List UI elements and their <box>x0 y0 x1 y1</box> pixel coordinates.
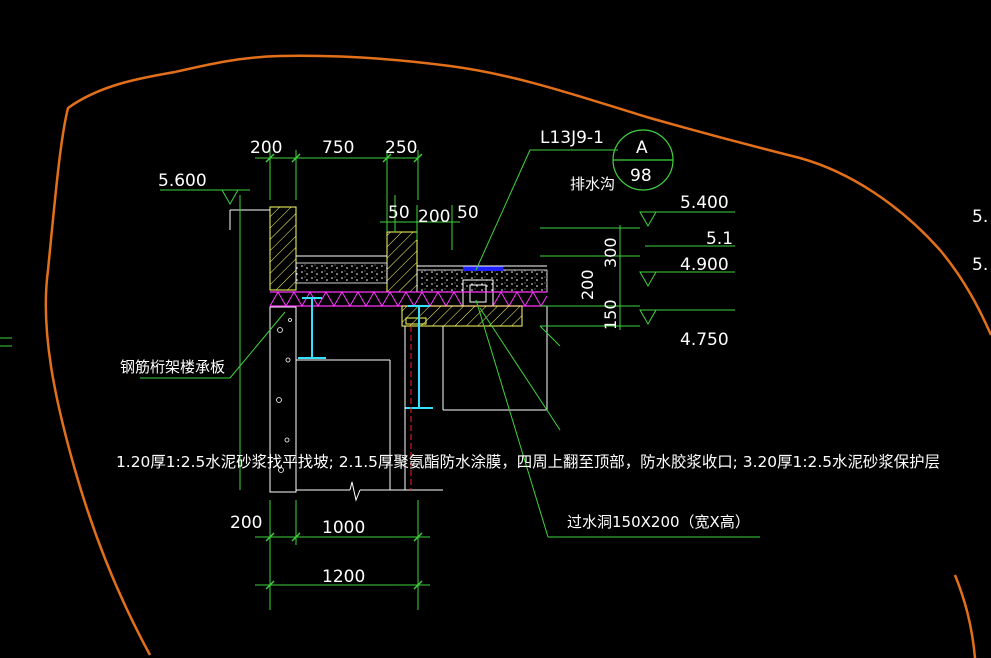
wall-aggregate <box>276 318 292 473</box>
middle-curb <box>386 231 418 293</box>
insulation-zigzag-right <box>492 290 548 308</box>
left-wall <box>269 206 297 291</box>
steel-beam-right <box>405 305 433 409</box>
dimension-lines <box>0 149 760 610</box>
steel-deck-label: 钢筋桁架楼承板 <box>120 358 225 376</box>
dimension-ticks <box>265 153 423 590</box>
drain-label: 排水沟 <box>570 175 615 193</box>
revision-cloud-bottom <box>953 574 977 658</box>
left-wall-lower <box>269 306 297 493</box>
dim-top-200: 200 <box>250 138 282 158</box>
water-opening-inner <box>469 284 487 303</box>
insulation-zigzag <box>269 290 463 308</box>
dim-vertical-150: 150 <box>601 299 620 330</box>
dim-curb-200: 200 <box>418 207 450 227</box>
construction-notes: 1.20厚1:2.5水泥砂浆找平找坡; 2.1.5厚聚氨酯防水涂膜，四周上翻至顶… <box>116 453 940 471</box>
dim-curb-50-right: 50 <box>457 203 479 223</box>
elevation-4750: 4.750 <box>680 330 729 350</box>
elevation-edge-2: 5. <box>972 255 988 275</box>
drain-cover <box>463 266 503 271</box>
support-lines <box>296 306 548 502</box>
detail-page: 98 <box>630 166 652 186</box>
dim-vertical-200: 200 <box>578 269 597 300</box>
dim-vertical-300: 300 <box>601 237 620 268</box>
dim-bottom-1200: 1200 <box>322 567 365 587</box>
slab-outline <box>229 209 547 267</box>
opening-label: 过水洞150X200（宽X高） <box>567 513 750 531</box>
dim-curb-50-left: 50 <box>388 203 410 223</box>
steel-beam-left <box>298 297 326 359</box>
topping-left <box>295 262 388 284</box>
drain-beam <box>401 305 523 327</box>
elevation-5600: 5.600 <box>158 171 207 191</box>
elevation-edge-1: 5. <box>972 207 988 227</box>
beam-plate <box>405 317 427 325</box>
dim-top-750: 750 <box>322 138 354 158</box>
elevation-4900: 4.900 <box>680 255 729 275</box>
drain-gutter <box>416 269 548 293</box>
dim-bottom-200: 200 <box>230 513 262 533</box>
dim-top-250: 250 <box>385 138 417 158</box>
atlas-reference: L13J9-1 <box>540 128 604 148</box>
revision-cloud <box>44 54 991 656</box>
detail-letter: A <box>636 138 648 158</box>
elevation-5-1: 5.1 <box>706 229 733 249</box>
dim-bottom-1000: 1000 <box>322 518 365 538</box>
elevation-5400: 5.400 <box>680 193 729 213</box>
